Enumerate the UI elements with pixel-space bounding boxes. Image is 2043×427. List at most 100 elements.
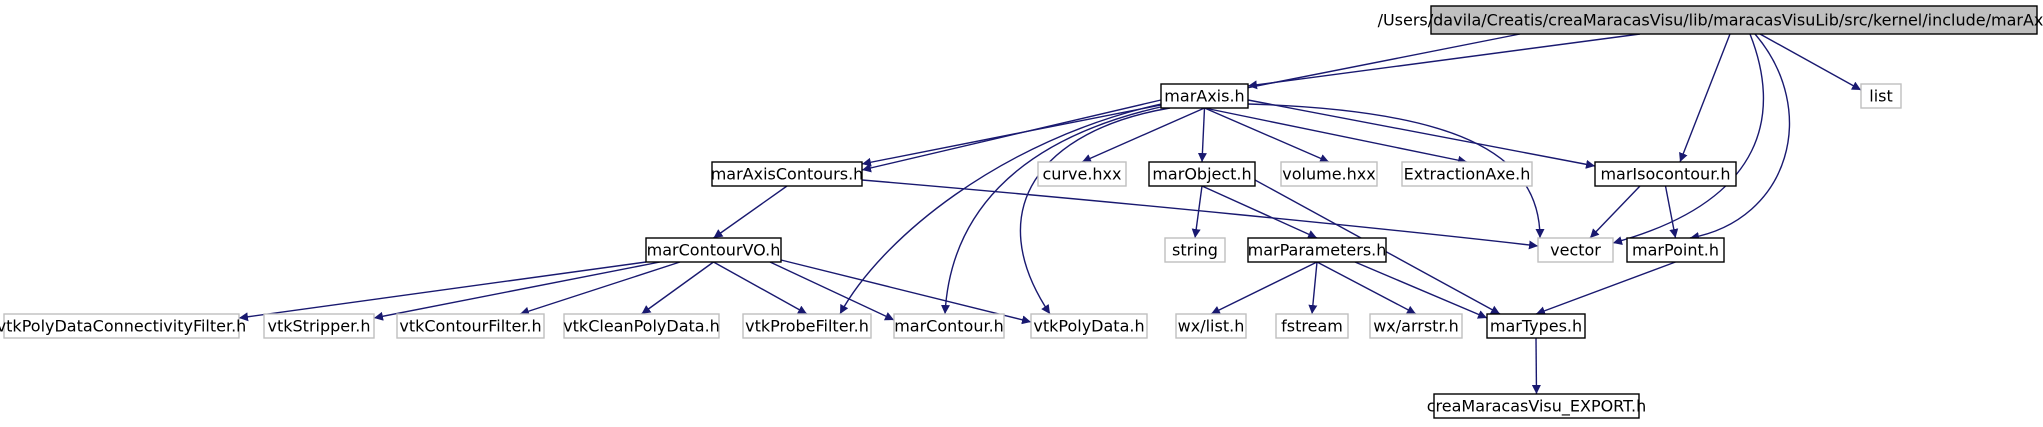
edge-marAxis-to-ExtractionAxe (1204, 107, 1468, 165)
node-label-marAxisContours: marAxisContours.h (711, 165, 864, 184)
edge-marObject-to-marParameters (1201, 185, 1318, 239)
node-label-vector: vector (1550, 241, 1601, 260)
edge-root-to-list (1759, 33, 1862, 91)
node-marAxis[interactable]: marAxis.h (1160, 83, 1249, 109)
node-marParameters[interactable]: marParameters.h (1247, 237, 1387, 263)
node-label-vtkStripper: vtkStripper.h (268, 317, 371, 336)
node-label-ExtractionAxe: ExtractionAxe.h (1404, 165, 1531, 184)
node-label-vtkCleanPolyData: vtkCleanPolyData.h (563, 317, 720, 336)
edge-marAxis-to-marContour (940, 105, 1166, 315)
edge-marAxis-to-volume (1204, 107, 1330, 163)
node-box-marIsocontour (1594, 161, 1737, 187)
node-box-ExtractionAxe (1401, 161, 1533, 187)
node-box-vtkProbeFilter (742, 313, 872, 339)
node-marObject[interactable]: marObject.h (1148, 161, 1256, 187)
node-fstream: fstream (1275, 313, 1349, 339)
node-label-marObject: marObject.h (1152, 165, 1251, 184)
node-label-list: list (1869, 87, 1893, 106)
edge-marContourVO-to-vtkContourFilter (519, 261, 681, 316)
node-label-marTypes: marTypes.h (1490, 317, 1582, 336)
node-ExtractionAxe: ExtractionAxe.h (1401, 161, 1533, 187)
edge-marIsocontour-to-vector (1589, 185, 1641, 239)
node-box-marContourVO (645, 237, 782, 263)
edge-marPoint-to-marTypes (1535, 261, 1676, 316)
edge-marAxis-to-vtkPolyData (1019, 107, 1171, 315)
node-root[interactable]: /Users/davila/Creatis/creaMaracasVisu/li… (1378, 5, 2043, 35)
node-vtkCleanPolyData: vtkCleanPolyData.h (563, 313, 720, 339)
edge-marAxis-to-marAxisContours (861, 99, 1162, 173)
edge-marAxisContours-to-vector (861, 179, 1539, 250)
node-label-marIsocontour: marIsocontour.h (1600, 165, 1730, 184)
edges-layer (238, 33, 1862, 395)
node-EXPORT[interactable]: creaMaracasVisu_EXPORT.h (1427, 393, 1646, 419)
edge-marObject-to-string (1191, 185, 1203, 239)
edge-marAxis-to-curve (1081, 107, 1205, 163)
node-marTypes[interactable]: marTypes.h (1486, 313, 1586, 339)
node-label-volume: volume.hxx (1282, 165, 1375, 184)
node-box-marPoint (1626, 237, 1725, 263)
node-label-marParameters: marParameters.h (1248, 241, 1387, 260)
node-box-volume (1280, 161, 1378, 187)
node-box-marAxisContours (711, 161, 863, 187)
node-wxlist: wx/list.h (1175, 313, 1247, 339)
edge-marAxis-to-marObject (1197, 107, 1207, 163)
edge-marTypes-to-EXPORT (1531, 337, 1541, 395)
node-label-vtkPolyData: vtkPolyData.h (1033, 317, 1144, 336)
edge-marIsocontour-to-marPoint (1664, 185, 1679, 239)
node-curve: curve.hxx (1037, 161, 1127, 187)
node-label-curve: curve.hxx (1043, 165, 1122, 184)
node-box-vtkContourFilter (396, 313, 545, 339)
node-label-string: string (1172, 241, 1218, 260)
node-box-vector (1537, 237, 1614, 263)
node-label-marPoint: marPoint.h (1632, 241, 1719, 260)
node-label-EXPORT: creaMaracasVisu_EXPORT.h (1427, 397, 1646, 417)
node-box-vtkPolyData (1030, 313, 1148, 339)
node-label-fstream: fstream (1281, 317, 1343, 336)
edge-marContourVO-to-vtkProbeFilter (713, 261, 808, 315)
node-box-curve (1037, 161, 1127, 187)
node-label-vtkPolyDataConnectivityFilter: vtkPolyDataConnectivityFilter.h (0, 317, 246, 336)
node-label-wxarrstr: wx/arrstr.h (1373, 317, 1459, 336)
edge-marContourVO-to-marContour (769, 261, 895, 321)
node-box-marObject (1148, 161, 1256, 187)
edge-marAxis-to-vector (1247, 103, 1545, 239)
edge-marContourVO-to-vtkPolyData (780, 259, 1032, 325)
node-vector: vector (1537, 237, 1614, 263)
node-marContourVO[interactable]: marContourVO.h (645, 237, 782, 263)
node-label-marContourVO: marContourVO.h (647, 241, 781, 260)
edge-marAxis-to-marIsocontour (1247, 99, 1596, 169)
edge-marParameters-to-wxarrstr (1316, 261, 1417, 315)
node-label-marContour: marContour.h (894, 317, 1004, 336)
node-vtkPolyDataConnectivityFilter: vtkPolyDataConnectivityFilter.h (0, 313, 246, 339)
node-wxarrstr: wx/arrstr.h (1369, 313, 1463, 339)
nodes-layer: /Users/davila/Creatis/creaMaracasVisu/li… (0, 5, 2043, 419)
node-list: list (1860, 83, 1902, 109)
edge-marParameters-to-wxlist (1210, 261, 1318, 315)
edge-marContourVO-to-vtkCleanPolyData (641, 261, 714, 315)
node-marIsocontour[interactable]: marIsocontour.h (1594, 161, 1737, 187)
node-label-root: /Users/davila/Creatis/creaMaracasVisu/li… (1378, 11, 2043, 30)
node-box-root (1430, 5, 2038, 35)
edge-root-to-marIsocontour (1679, 33, 1731, 163)
edge-root-to-marAxis (1247, 33, 1641, 90)
node-marContour: marContour.h (893, 313, 1005, 339)
node-label-marAxis: marAxis.h (1164, 87, 1244, 106)
edge-root-to-vector (1612, 33, 1765, 245)
node-vtkProbeFilter: vtkProbeFilter.h (742, 313, 872, 339)
node-box-EXPORT (1433, 393, 1640, 419)
edge-marParameters-to-fstream (1308, 261, 1318, 315)
node-box-vtkStripper (263, 313, 375, 339)
node-vtkPolyData: vtkPolyData.h (1030, 313, 1148, 339)
node-label-wxlist: wx/list.h (1178, 317, 1245, 336)
edge-marAxisContours-to-marContourVO (713, 185, 788, 239)
node-box-marTypes (1486, 313, 1586, 339)
edge-marAxis-to-vtkProbeFilter (839, 103, 1162, 315)
node-box-fstream (1275, 313, 1349, 339)
edge-marContourVO-to-vtkPolyDataConnectivityFilter (238, 261, 647, 322)
node-volume: volume.hxx (1280, 161, 1378, 187)
node-marAxisContours[interactable]: marAxisContours.h (711, 161, 864, 187)
node-label-vtkContourFilter: vtkContourFilter.h (399, 317, 541, 336)
node-marPoint[interactable]: marPoint.h (1626, 237, 1725, 263)
edge-marContourVO-to-vtkStripper (373, 261, 661, 321)
